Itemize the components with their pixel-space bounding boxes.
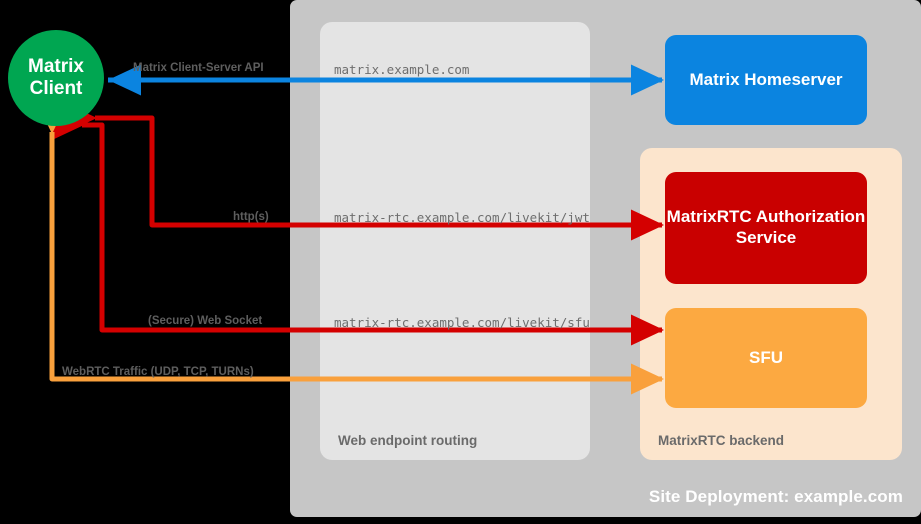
node-matrix-client-line2: Client — [29, 78, 83, 99]
web-endpoint-routing-label: Web endpoint routing — [338, 433, 478, 448]
protocol-label-https: http(s) — [233, 211, 269, 223]
site-deployment-title: Site Deployment: example.com — [648, 487, 903, 506]
protocol-label-client-server-api: Matrix Client-Server API — [133, 62, 264, 74]
matrixrtc-backend-label: MatrixRTC backend — [658, 433, 785, 448]
protocol-label-webrtc: WebRTC Traffic (UDP, TCP, TURNs) — [62, 366, 254, 378]
wire-webrtc-traffic — [36, 101, 665, 395]
node-matrixrtc-authorization-service[interactable]: MatrixRTC Authorization Service — [665, 172, 867, 284]
node-sfu[interactable]: SFU — [665, 308, 867, 408]
endpoint-sfu-host: matrix-rtc.example.com/livekit/sfu — [334, 315, 590, 330]
node-matrix-client[interactable]: Matrix Client — [8, 30, 104, 126]
wire-https-jwt — [64, 102, 665, 241]
node-matrix-homeserver[interactable]: Matrix Homeserver — [665, 35, 867, 125]
endpoint-jwt-host: matrix-rtc.example.com/livekit/jwt — [334, 210, 590, 225]
node-matrixrtc-authorization-service-label: MatrixRTC Authorization Service — [666, 207, 866, 247]
node-sfu-label: SFU — [749, 347, 783, 367]
endpoint-matrix-host: matrix.example.com — [334, 62, 470, 77]
node-matrix-client-line1: Matrix — [28, 56, 84, 78]
protocol-label-websocket: (Secure) Web Socket — [148, 315, 263, 327]
node-matrix-homeserver-label: Matrix Homeserver — [689, 69, 843, 89]
